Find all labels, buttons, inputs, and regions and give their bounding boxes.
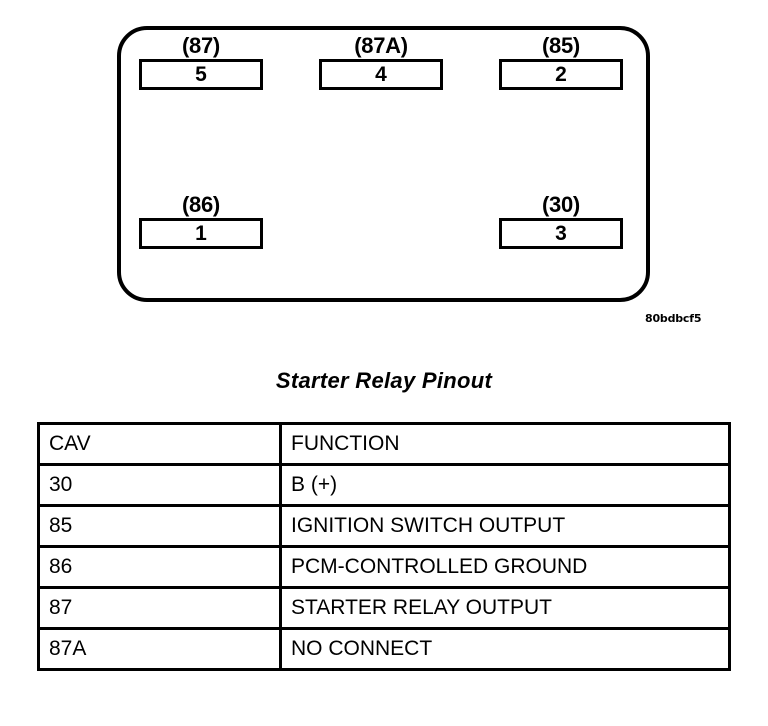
cell-cav: 30 <box>37 463 282 507</box>
pin-cavity-box-30: 3 <box>499 218 623 249</box>
pin-terminal-label-85: (85) <box>542 33 580 58</box>
figure-reference-code: 80bdbcf5 <box>645 312 702 325</box>
pin-cavity-box-85: 2 <box>499 59 623 90</box>
cell-cav: 85 <box>37 504 282 548</box>
table-row: 30 B (+) <box>37 463 731 507</box>
pin-terminal-86: (86) 1 <box>139 192 263 249</box>
starter-relay-diagram: (87) 5 (87A) 4 (85) 2 (86) 1 (30) 3 80bd… <box>0 0 768 345</box>
table-row: 87A NO CONNECT <box>37 627 731 671</box>
cell-function: B (+) <box>279 463 731 507</box>
cell-function: PCM-CONTROLLED GROUND <box>279 545 731 589</box>
pin-cavity-box-87a: 4 <box>319 59 443 90</box>
cell-function: IGNITION SWITCH OUTPUT <box>279 504 731 548</box>
pin-terminal-label-30: (30) <box>542 192 580 217</box>
pin-terminal-30: (30) 3 <box>499 192 623 249</box>
pin-terminal-87a: (87A) 4 <box>319 33 443 90</box>
pin-terminal-label-86: (86) <box>182 192 220 217</box>
table-body: CAV FUNCTION 30 B (+) 85 IGNITION SWITCH… <box>37 422 731 671</box>
pin-cavity-box-87: 5 <box>139 59 263 90</box>
table-row: 85 IGNITION SWITCH OUTPUT <box>37 504 731 548</box>
cell-cav: 87A <box>37 627 282 671</box>
pin-cavity-box-86: 1 <box>139 218 263 249</box>
column-header-function: FUNCTION <box>279 422 731 466</box>
pin-terminal-85: (85) 2 <box>499 33 623 90</box>
table-caption: Starter Relay Pinout <box>275 368 493 393</box>
column-header-cav: CAV <box>37 422 282 466</box>
pinout-table: CAV FUNCTION 30 B (+) 85 IGNITION SWITCH… <box>37 422 731 671</box>
pin-terminal-label-87: (87) <box>182 33 220 58</box>
table-row: 86 PCM-CONTROLLED GROUND <box>37 545 731 589</box>
pin-terminal-87: (87) 5 <box>139 33 263 90</box>
cell-function: STARTER RELAY OUTPUT <box>279 586 731 630</box>
pin-terminal-label-87a: (87A) <box>354 33 408 58</box>
cell-cav: 87 <box>37 586 282 630</box>
cell-cav: 86 <box>37 545 282 589</box>
cell-function: NO CONNECT <box>279 627 731 671</box>
table-header-row: CAV FUNCTION <box>37 422 731 466</box>
table-row: 87 STARTER RELAY OUTPUT <box>37 586 731 630</box>
